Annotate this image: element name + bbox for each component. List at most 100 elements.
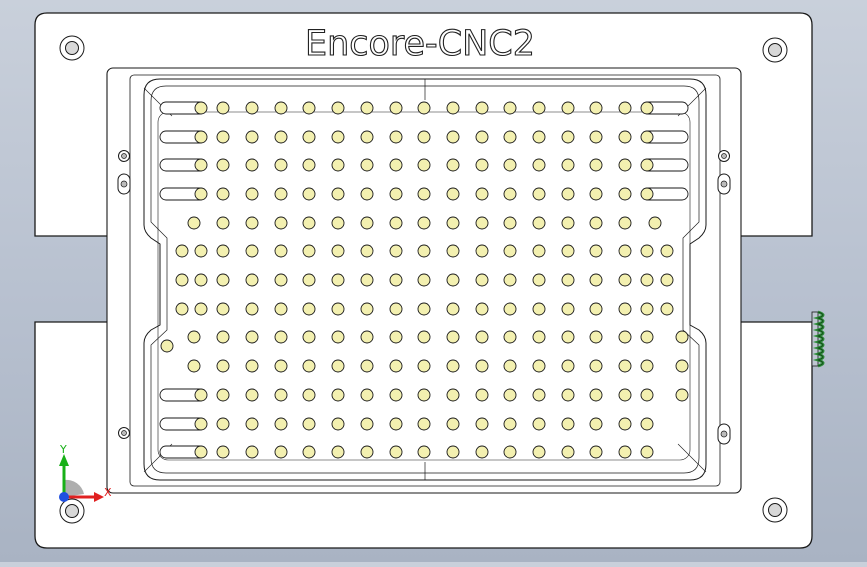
vacuum-hole (245, 388, 259, 402)
vacuum-hole (618, 330, 632, 344)
vacuum-hole (640, 244, 654, 258)
vacuum-hole (216, 130, 230, 144)
vacuum-hole (640, 359, 654, 373)
vacuum-hole (660, 273, 674, 287)
vacuum-hole (561, 417, 575, 431)
vacuum-hole (389, 359, 403, 373)
vacuum-hole (640, 445, 654, 459)
vacuum-hole (475, 244, 489, 258)
vacuum-hole (216, 417, 230, 431)
vacuum-hole (216, 244, 230, 258)
vacuum-hole (216, 330, 230, 344)
vacuum-hole (417, 359, 431, 373)
locating-pin-icon[interactable] (118, 150, 130, 162)
vacuum-hole (618, 445, 632, 459)
corner-bolt-icon[interactable] (59, 498, 85, 524)
vacuum-hole (360, 187, 374, 201)
vacuum-hole (561, 130, 575, 144)
vacuum-hole (640, 388, 654, 402)
vacuum-hole (475, 330, 489, 344)
engraved-title: Encore-CNC2 (305, 24, 535, 64)
locating-pin-icon[interactable] (117, 173, 131, 195)
corner-bolt-icon[interactable] (59, 35, 85, 61)
locating-pin-icon[interactable] (118, 427, 130, 439)
vacuum-hole (618, 388, 632, 402)
vacuum-hole (194, 187, 208, 201)
vacuum-hole (446, 330, 460, 344)
locating-pin-icon[interactable] (718, 150, 730, 162)
vacuum-hole (194, 244, 208, 258)
vacuum-hole (389, 388, 403, 402)
vacuum-hole (589, 244, 603, 258)
vacuum-hole (216, 445, 230, 459)
vacuum-hole (389, 244, 403, 258)
vacuum-hole (532, 244, 546, 258)
vacuum-hole (675, 388, 689, 402)
vacuum-hole (640, 187, 654, 201)
vacuum-hole (589, 216, 603, 230)
vacuum-hole (331, 388, 345, 402)
vacuum-hole (532, 445, 546, 459)
vacuum-hole (503, 302, 517, 316)
vacuum-hole (417, 302, 431, 316)
vacuum-hole (194, 302, 208, 316)
vacuum-hole (389, 216, 403, 230)
vacuum-hole (417, 158, 431, 172)
locating-pin-icon[interactable] (717, 173, 731, 195)
vacuum-hole (274, 101, 288, 115)
vacuum-hole (216, 302, 230, 316)
vacuum-hole (175, 302, 189, 316)
vacuum-hole (245, 130, 259, 144)
corner-bolt-icon[interactable] (762, 497, 788, 523)
vacuum-hole (274, 158, 288, 172)
vacuum-hole (640, 417, 654, 431)
vacuum-hole (274, 130, 288, 144)
spring-connector-icon[interactable] (811, 310, 825, 368)
vacuum-hole (331, 445, 345, 459)
corner-bolt-icon[interactable] (762, 37, 788, 63)
vacuum-hole (589, 302, 603, 316)
vacuum-hole (194, 130, 208, 144)
vacuum-slots (159, 101, 689, 459)
vacuum-hole (640, 101, 654, 115)
vacuum-hole (446, 130, 460, 144)
vacuum-hole (245, 445, 259, 459)
vacuum-hole (331, 359, 345, 373)
vacuum-hole (532, 330, 546, 344)
vacuum-hole (475, 101, 489, 115)
vacuum-hole (360, 158, 374, 172)
vacuum-hole (417, 273, 431, 287)
vacuum-hole (446, 445, 460, 459)
vacuum-hole (160, 339, 174, 353)
vacuum-hole (618, 101, 632, 115)
vacuum-hole (331, 158, 345, 172)
vacuum-hole (216, 359, 230, 373)
vacuum-hole (561, 302, 575, 316)
vacuum-hole (360, 244, 374, 258)
vacuum-hole (589, 388, 603, 402)
vacuum-hole (561, 330, 575, 344)
vacuum-hole (331, 216, 345, 230)
vacuum-hole (216, 187, 230, 201)
vacuum-hole (302, 273, 316, 287)
vacuum-hole (503, 445, 517, 459)
vacuum-hole (446, 158, 460, 172)
vacuum-hole (446, 244, 460, 258)
vacuum-hole (561, 216, 575, 230)
vacuum-hole (475, 359, 489, 373)
vacuum-hole (360, 273, 374, 287)
vacuum-hole (302, 216, 316, 230)
vacuum-hole (417, 101, 431, 115)
vacuum-hole (532, 359, 546, 373)
vacuum-hole (640, 302, 654, 316)
locating-pin-icon[interactable] (717, 423, 731, 445)
vacuum-hole (360, 445, 374, 459)
vacuum-hole (216, 216, 230, 230)
vacuum-hole (618, 158, 632, 172)
vacuum-hole (360, 130, 374, 144)
vacuum-hole (302, 302, 316, 316)
vacuum-hole (561, 445, 575, 459)
vacuum-hole (302, 388, 316, 402)
